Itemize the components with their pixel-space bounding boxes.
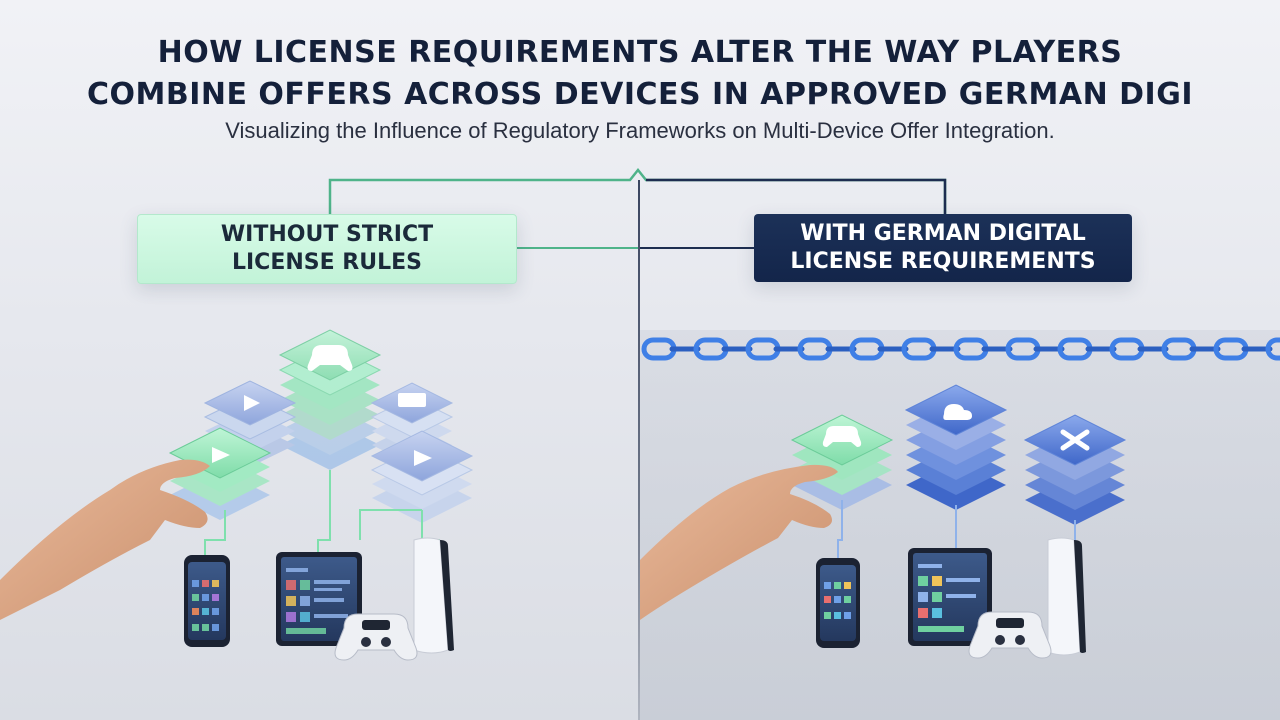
- right-devices: [640, 464, 1086, 659]
- label-without-strict-rules: WITHOUT STRICT LICENSE RULES: [137, 214, 517, 284]
- label-right-line-1: WITH GERMAN DIGITAL: [800, 221, 1086, 246]
- left-devices: [0, 459, 454, 661]
- game-controller-icon: [278, 329, 382, 470]
- label-connectors: [328, 167, 947, 249]
- label-left-line-2: LICENSE RULES: [231, 250, 422, 275]
- chain-link: [1265, 337, 1280, 361]
- title-line-1: HOW LICENSE REQUIREMENTS ALTER THE WAY P…: [157, 35, 1123, 70]
- smartphone: [816, 558, 860, 648]
- x-logo-icon: [1023, 414, 1127, 525]
- tablet: [908, 548, 992, 646]
- game-controller-icon: [790, 414, 894, 510]
- tablet: [276, 552, 362, 646]
- hand: [640, 464, 838, 620]
- right-tile-stacks: [790, 384, 1127, 560]
- label-left-line-1: WITHOUT STRICT: [220, 222, 434, 247]
- play-icon: [370, 430, 474, 523]
- hand: [0, 459, 210, 620]
- page-subtitle: Visualizing the Influence of Regulatory …: [225, 118, 1055, 143]
- game-console: [413, 537, 454, 654]
- game-controller: [334, 613, 418, 661]
- game-controller: [968, 611, 1052, 659]
- chain-icon: [641, 337, 1280, 361]
- game-console: [1047, 537, 1086, 656]
- title-line-2: COMBINE OFFERS ACROSS DEVICES IN APPROVE…: [86, 77, 1194, 112]
- label-with-german-requirements: WITH GERMAN DIGITAL LICENSE REQUIREMENTS: [754, 214, 1132, 282]
- center-divider: [638, 180, 640, 720]
- label-right-line-2: LICENSE REQUIREMENTS: [790, 249, 1096, 274]
- left-tile-stacks: [168, 329, 474, 555]
- page-title: HOW LICENSE REQUIREMENTS ALTER THE WAY P…: [0, 32, 1280, 116]
- cloud-icon: [904, 384, 1008, 510]
- smartphone: [184, 555, 230, 647]
